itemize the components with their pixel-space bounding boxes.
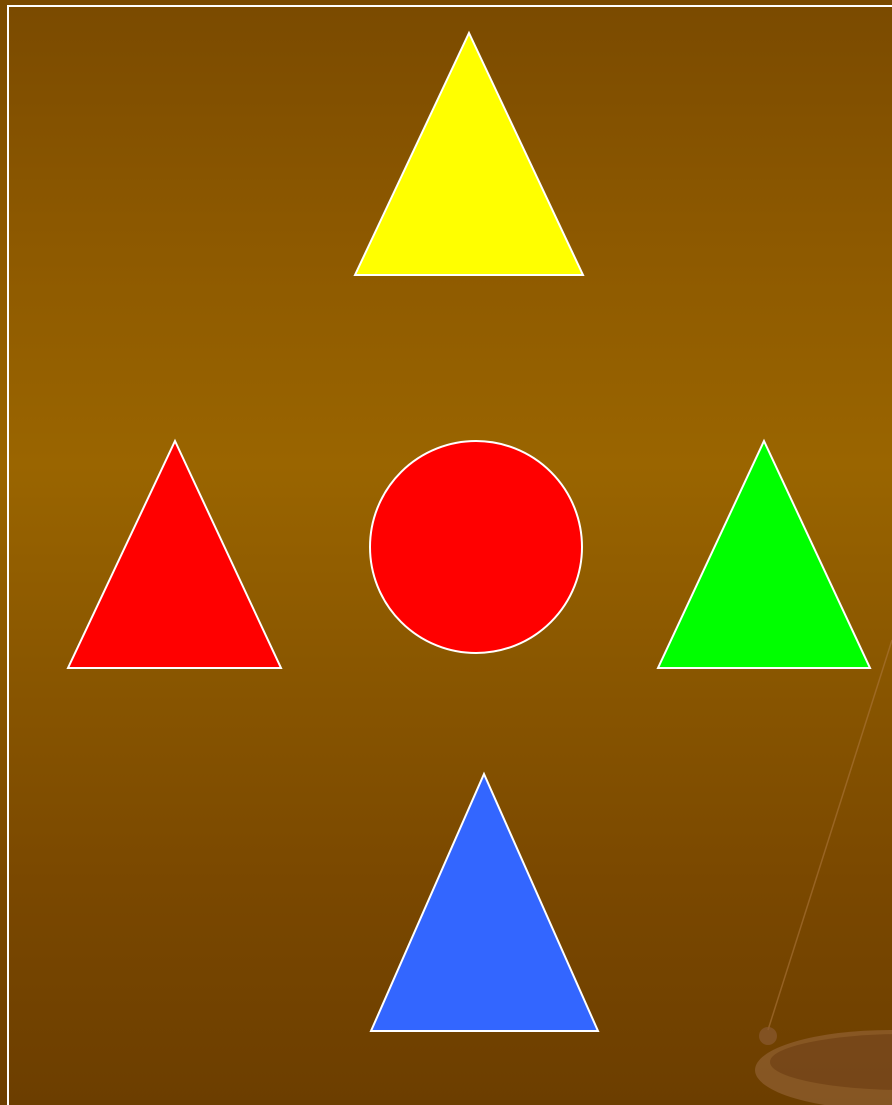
decorative-line	[768, 640, 892, 1030]
red-triangle[interactable]	[68, 441, 281, 668]
blue-triangle[interactable]	[371, 774, 598, 1031]
yellow-triangle[interactable]	[355, 33, 583, 275]
decorative-dot	[759, 1027, 777, 1045]
red-circle[interactable]	[370, 441, 582, 653]
green-triangle[interactable]	[658, 441, 870, 668]
